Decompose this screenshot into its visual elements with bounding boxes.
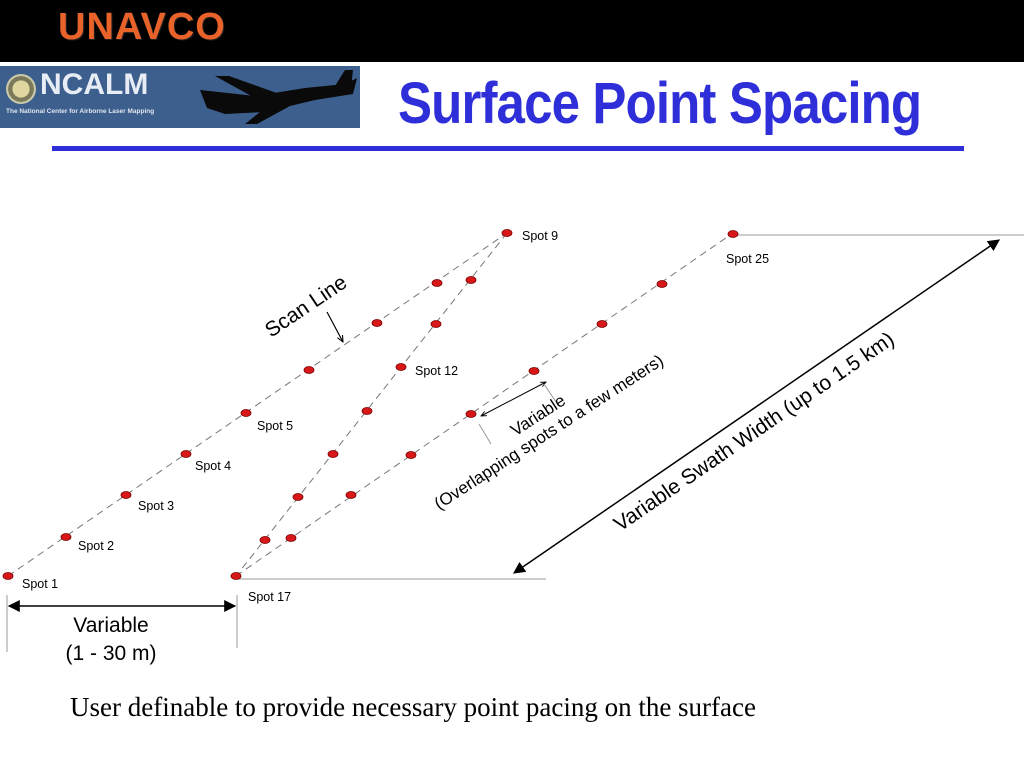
spot-2 [60, 533, 72, 541]
overlap-label-2: (Overlapping spots to a few meters) [431, 351, 667, 514]
spot-5 [240, 409, 252, 417]
spot-25-label: Spot 25 [726, 252, 769, 266]
page-title: Surface Point Spacing [398, 71, 922, 136]
spot-13 [361, 407, 373, 415]
spot-18 [285, 534, 297, 542]
title-underline [52, 146, 964, 151]
spot-2-label: Spot 2 [78, 539, 114, 553]
spot-12 [395, 363, 407, 371]
spot-10 [465, 276, 477, 284]
spot-25 [727, 230, 739, 238]
spot-22 [528, 367, 540, 375]
spot-7 [371, 319, 383, 327]
spot-19 [345, 491, 357, 499]
ncalm-subtitle: The National Center for Airborne Laser M… [6, 108, 155, 115]
spot-1 [2, 572, 14, 580]
spot-9 [501, 229, 513, 237]
spot-23 [596, 320, 608, 328]
spot-24 [656, 280, 668, 288]
spot-14 [327, 450, 339, 458]
swath-width-arrow [513, 239, 1000, 574]
ncalm-banner: NCALM The National Center for Airborne L… [0, 66, 360, 128]
scan-line-arrow [326, 311, 343, 342]
spacing-label-2: (1 - 30 m) [65, 642, 156, 665]
unavco-logo: UNAVCO [58, 6, 226, 48]
spot-17 [230, 572, 242, 580]
ncalm-seal-icon [6, 74, 36, 104]
spot-21 [465, 410, 477, 418]
spot-15 [292, 493, 304, 501]
spot-3-label: Spot 3 [138, 499, 174, 513]
overlap-tick-left [478, 423, 492, 445]
spot-11 [430, 320, 442, 328]
airplane-icon [200, 70, 357, 124]
spot-4-label: Spot 4 [195, 459, 231, 473]
spot-20 [405, 451, 417, 459]
ncalm-logo: NCALM [40, 68, 149, 101]
scan-line-1 [7, 232, 508, 577]
spacing-label-1: Variable [73, 614, 149, 637]
spot-9-label: Spot 9 [522, 229, 558, 243]
spot-4 [180, 450, 192, 458]
spot-5-label: Spot 5 [257, 419, 293, 433]
header-bar: UNAVCO [0, 0, 1024, 62]
spot-8 [431, 279, 443, 287]
scan-line-2 [235, 232, 508, 577]
spot-3 [120, 491, 132, 499]
spot-16 [259, 536, 271, 544]
spot-6 [303, 366, 315, 374]
spot-1-label: Spot 1 [22, 577, 58, 591]
caption: User definable to provide necessary poin… [70, 692, 756, 722]
spot-12-label: Spot 12 [415, 364, 458, 378]
spot-17-label: Spot 17 [248, 590, 291, 604]
